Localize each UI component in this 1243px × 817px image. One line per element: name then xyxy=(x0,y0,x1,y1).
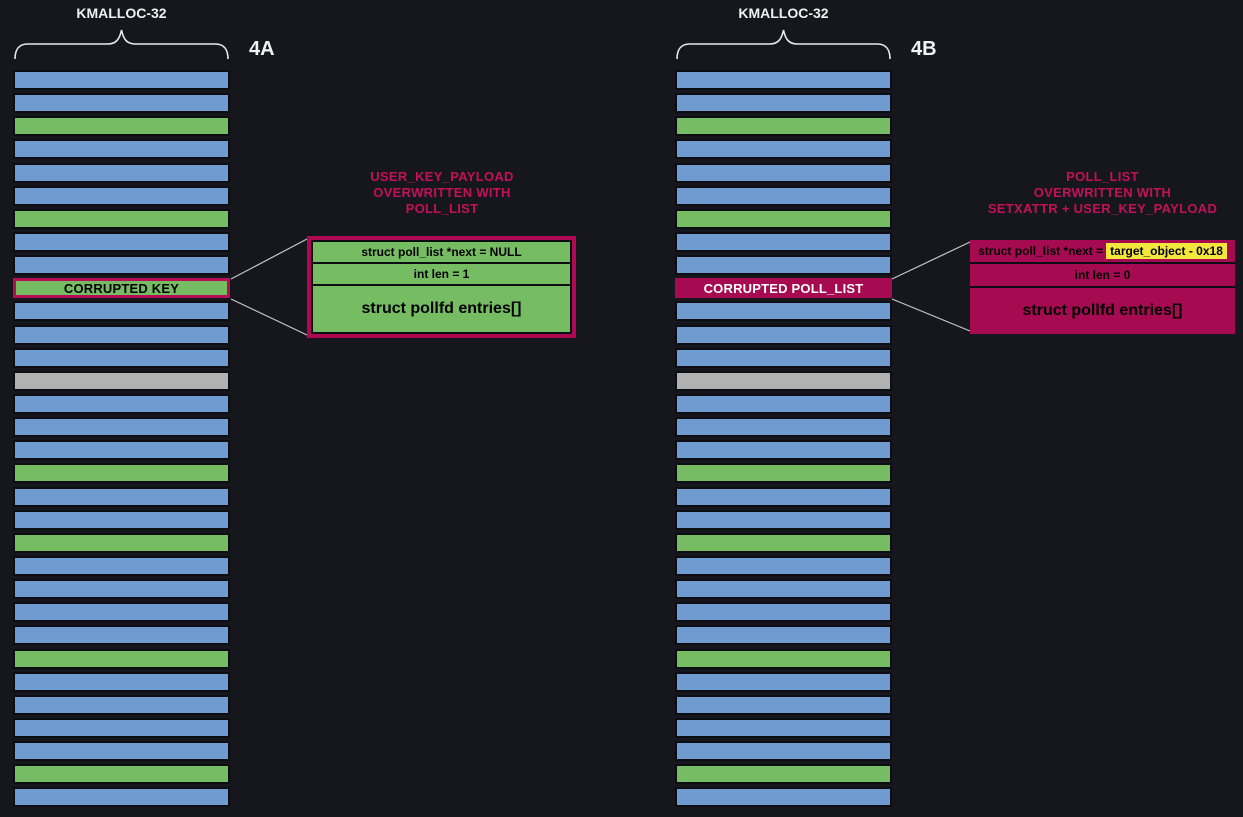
struct-field-next-prefix: struct poll_list *next = xyxy=(978,244,1104,258)
struct-field-len: int len = 0 xyxy=(970,264,1235,286)
slab-row-blue xyxy=(675,694,892,715)
slab-row-blue xyxy=(13,417,230,438)
slab-row-blue xyxy=(675,717,892,738)
brace-icon xyxy=(676,29,891,60)
slab-column-0: CORRUPTED KEY xyxy=(13,70,230,811)
slab-row-green xyxy=(13,208,230,229)
annotation-title-line: OVERWRITTEN WITH xyxy=(1033,185,1172,200)
slab-row-blue xyxy=(13,185,230,206)
slab-row-blue xyxy=(13,486,230,507)
slab-row-green xyxy=(13,116,230,137)
slab-row-blue xyxy=(13,231,230,252)
slab-row-gray xyxy=(675,370,892,391)
slab-row-blue xyxy=(13,787,230,808)
figure-label-4a: 4A xyxy=(249,38,275,60)
annotation-title-line: POLL_LIST xyxy=(405,201,479,216)
slab-row-green xyxy=(13,648,230,669)
corrupted-row: CORRUPTED POLL_LIST xyxy=(675,278,892,299)
slab-row-blue xyxy=(13,93,230,114)
slab-row-blue xyxy=(675,440,892,461)
slab-row-green xyxy=(13,532,230,553)
brace-icon xyxy=(14,29,229,60)
slab-row-blue xyxy=(675,93,892,114)
slab-row-blue xyxy=(675,324,892,345)
poll-list-struct-box-b: struct poll_list *next = target_object -… xyxy=(970,240,1235,334)
poll-list-struct-box-a: struct poll_list *next = NULL int len = … xyxy=(307,236,576,338)
highlight-target-object: target_object - 0x18 xyxy=(1106,243,1227,259)
annotation-title-a: USER_KEY_PAYLOAD OVERWRITTEN WITH POLL_L… xyxy=(307,169,577,217)
slab-row-blue xyxy=(675,671,892,692)
panel-4a: KMALLOC-32 4A CORRUPTED KEY xyxy=(13,0,275,817)
slab-row-blue xyxy=(13,255,230,276)
figure-label-4b: 4B xyxy=(911,38,937,60)
kmalloc-cache-label: KMALLOC-32 xyxy=(76,5,167,21)
struct-field-entries: struct pollfd entries[] xyxy=(313,286,570,332)
slab-row-blue xyxy=(675,741,892,762)
panel-4b: KMALLOC-32 4B CORRUPTED POLL_LIST xyxy=(675,0,937,817)
slab-column-1: CORRUPTED POLL_LIST xyxy=(675,70,892,811)
annotation-title-line: OVERWRITTEN WITH xyxy=(373,185,511,200)
slab-row-blue xyxy=(675,70,892,90)
struct-field-next: struct poll_list *next = target_object -… xyxy=(970,240,1235,262)
slab-row-gray xyxy=(13,370,230,391)
slab-row-blue xyxy=(13,70,230,90)
struct-field-next: struct poll_list *next = NULL xyxy=(313,242,570,262)
slab-row-blue xyxy=(13,301,230,322)
slab-row-green xyxy=(675,463,892,484)
slab-row-blue xyxy=(13,393,230,414)
kmalloc-cache-label: KMALLOC-32 xyxy=(738,5,829,21)
slab-row-blue xyxy=(675,393,892,414)
slab-row-blue xyxy=(675,255,892,276)
annotation-title-line: SETXATTR + USER_KEY_PAYLOAD xyxy=(987,201,1218,216)
annotation-title-b: POLL_LIST OVERWRITTEN WITH SETXATTR + US… xyxy=(955,169,1243,217)
slab-row-green xyxy=(675,648,892,669)
slab-row-blue xyxy=(13,324,230,345)
annotation-title-line: POLL_LIST xyxy=(1066,169,1139,184)
slab-row-blue xyxy=(675,486,892,507)
slab-row-blue xyxy=(13,602,230,623)
slab-row-blue xyxy=(675,787,892,808)
slab-row-blue xyxy=(675,417,892,438)
slab-row-blue xyxy=(13,139,230,160)
slab-row-blue xyxy=(13,162,230,183)
slab-row-green xyxy=(675,532,892,553)
slab-row-blue xyxy=(675,162,892,183)
slab-row-blue xyxy=(13,741,230,762)
slab-row-green xyxy=(675,764,892,785)
struct-field-entries: struct pollfd entries[] xyxy=(970,288,1235,334)
slab-row-blue xyxy=(675,347,892,368)
slab-row-blue xyxy=(675,625,892,646)
corrupted-row: CORRUPTED KEY xyxy=(13,278,230,299)
slab-row-blue xyxy=(675,185,892,206)
slab-row-blue xyxy=(675,231,892,252)
slab-row-green xyxy=(13,463,230,484)
slab-row-green xyxy=(675,116,892,137)
slab-row-blue xyxy=(13,555,230,576)
slab-row-blue xyxy=(675,579,892,600)
slab-row-blue xyxy=(675,509,892,530)
slab-row-blue xyxy=(675,602,892,623)
slab-row-blue xyxy=(13,717,230,738)
slab-row-blue xyxy=(13,440,230,461)
slab-row-blue xyxy=(13,579,230,600)
slab-row-blue xyxy=(13,347,230,368)
slab-row-blue xyxy=(13,694,230,715)
annotation-title-line: USER_KEY_PAYLOAD xyxy=(370,169,514,184)
slab-row-blue xyxy=(675,301,892,322)
struct-field-len: int len = 1 xyxy=(313,264,570,284)
slab-row-blue xyxy=(13,509,230,530)
slab-row-green xyxy=(675,208,892,229)
slab-row-blue xyxy=(675,139,892,160)
slab-row-blue xyxy=(13,671,230,692)
slab-row-blue xyxy=(675,555,892,576)
slab-row-blue xyxy=(13,625,230,646)
slab-row-green xyxy=(13,764,230,785)
